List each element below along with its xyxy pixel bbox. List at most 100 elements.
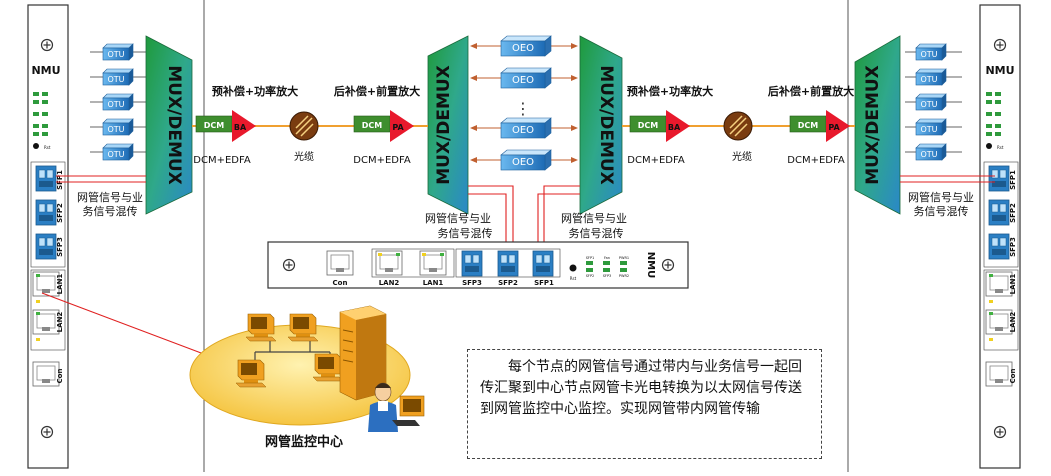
- right-reset-button[interactable]: [986, 143, 992, 149]
- svg-text:OTU: OTU: [920, 75, 937, 84]
- right-mux-demux: MUX/DEMUX: [854, 35, 901, 215]
- right-mixed-label-1: 网管信号与业: [908, 190, 974, 204]
- left-sfp3-label: SFP3: [56, 237, 64, 257]
- left-reset-button[interactable]: [33, 143, 39, 149]
- nms-center-illustration: 网管监控中心: [189, 305, 425, 450]
- svg-text:PWR2: PWR2: [619, 274, 629, 278]
- left-lan1-label: LAN1: [56, 274, 64, 295]
- right-status-leds: [986, 92, 1001, 136]
- pre-amp-icon: [390, 110, 414, 142]
- left-sfp3-port[interactable]: [35, 233, 57, 260]
- oeo-module: OEO: [500, 149, 552, 171]
- svg-text:DCM: DCM: [204, 121, 225, 130]
- right-sfp3-port[interactable]: [988, 233, 1010, 260]
- left-sfp1-label: SFP1: [56, 170, 64, 190]
- screw-icon: [993, 38, 1007, 52]
- svg-text:PA: PA: [392, 123, 404, 132]
- screw-icon: [993, 425, 1007, 439]
- svg-text:Fan: Fan: [604, 256, 610, 260]
- left-mixed-label-1: 网管信号与业: [77, 190, 143, 204]
- svg-text:OTU: OTU: [107, 75, 124, 84]
- svg-text:OEO: OEO: [512, 43, 534, 54]
- oeo-ellipsis: ⋮: [515, 99, 531, 118]
- center-console-port[interactable]: [326, 250, 354, 276]
- center-sfp2-label: SFP2: [498, 279, 518, 287]
- svg-text:SFP3: SFP3: [603, 274, 612, 278]
- right-nmu-title: NMU: [985, 64, 1014, 77]
- left-rst-label: Rst: [44, 145, 51, 150]
- svg-text:BA: BA: [234, 123, 247, 132]
- oeo-module: OEO: [500, 117, 552, 139]
- computer-icon: [245, 313, 277, 342]
- right-sfp2-label: SFP2: [1009, 203, 1017, 223]
- svg-text:OTU: OTU: [920, 150, 937, 159]
- oeo-module: OEO: [500, 35, 552, 57]
- svg-text:DCM: DCM: [638, 121, 659, 130]
- center-status-leds: SFP1 Fan PWR1 SFP2 SFP3 PWR2: [586, 256, 629, 278]
- center-sfp3-port[interactable]: [461, 250, 483, 277]
- left-sfp2-port[interactable]: [35, 199, 57, 226]
- left-mux-demux: MUX/DEMUX: [145, 35, 193, 215]
- otu-module: OTU: [915, 143, 947, 161]
- left-nmu-card: NMU Rst SFP1 SFP2 SFP3 LAN1 LAN2 Con: [27, 4, 69, 469]
- right-lan2-label: LAN2: [1009, 312, 1017, 333]
- description-note: 每个节点的网管信号通过带内与业务信号一起回传汇聚到中心节点网管卡光电转换为以太网…: [467, 349, 822, 459]
- right-sfp1-label: SFP1: [1009, 170, 1017, 190]
- dcm-edfa-label-3: DCM+EDFA: [627, 155, 685, 166]
- operator-icon: [368, 382, 425, 432]
- screw-icon: [661, 258, 675, 272]
- center-mixed-label-right-2: 务信号混传: [569, 227, 624, 240]
- center-lan1-label: LAN1: [423, 279, 444, 287]
- svg-text:PWR1: PWR1: [619, 256, 629, 260]
- right-sfp1-port[interactable]: [988, 165, 1010, 192]
- otu-module: OTU: [102, 93, 134, 111]
- screw-icon: [40, 38, 54, 52]
- right-sfp3-label: SFP3: [1009, 237, 1017, 257]
- fiber-cable-1: 光缆: [289, 111, 319, 163]
- otu-module: OTU: [102, 43, 134, 61]
- left-otu-stack: OTU OTU OTU OTU OTU: [90, 43, 148, 161]
- pre-amp-icon: [826, 110, 850, 142]
- precomp-label-1: 预补偿+功率放大: [212, 84, 298, 98]
- otu-module: OTU: [915, 118, 947, 136]
- otu-module: OTU: [915, 93, 947, 111]
- svg-text:DCM: DCM: [798, 121, 819, 130]
- svg-text:OTU: OTU: [920, 100, 937, 109]
- oeo-bank: OEO OEO ⋮ OEO OEO: [470, 35, 578, 171]
- amp-chain-1: DCM BA 预补偿+功率放大 DCM+EDFA: [193, 84, 298, 166]
- center-left-mux-demux: MUX/DEMUX: [427, 35, 469, 215]
- right-sfp2-port[interactable]: [988, 199, 1010, 226]
- left-lan2-label: LAN2: [56, 312, 64, 333]
- center-sfp1-label: SFP1: [534, 279, 554, 287]
- svg-text:SFP2: SFP2: [586, 274, 595, 278]
- otu-module: OTU: [102, 118, 134, 136]
- center-mixed-label-right-1: 网管信号与业: [561, 211, 627, 225]
- dcm-edfa-label-4: DCM+EDFA: [787, 155, 845, 166]
- svg-text:OTU: OTU: [920, 50, 937, 59]
- amp-chain-3: DCM BA 预补偿+功率放大 DCM+EDFA: [627, 84, 713, 166]
- svg-text:OTU: OTU: [920, 125, 937, 134]
- left-sfp1-port[interactable]: [35, 165, 57, 192]
- center-rst-label: Rst: [570, 276, 577, 281]
- center-nmu-card: Con LAN2 LAN1 SFP3 SFP2 SFP1 Rst SFP1 Fa…: [267, 241, 689, 289]
- fiber-cable-label-1: 光缆: [294, 150, 314, 163]
- center-reset-button[interactable]: [569, 264, 577, 272]
- center-sfp1-port[interactable]: [532, 250, 554, 277]
- center-sfp2-port[interactable]: [497, 250, 519, 277]
- booster-amp-icon: [232, 110, 256, 142]
- computer-icon: [312, 353, 344, 382]
- right-nmu-card: NMU Rst SFP1 SFP2 SFP3 LAN1 LAN2 Con: [979, 4, 1021, 469]
- oeo-module: OEO: [500, 67, 552, 89]
- left-status-leds: [33, 92, 48, 136]
- dcm-edfa-label-2: DCM+EDFA: [353, 155, 411, 166]
- otu-module: OTU: [915, 68, 947, 86]
- right-rst-label: Rst: [997, 145, 1004, 150]
- computer-icon: [235, 359, 267, 388]
- center-left-mux-label: MUX/DEMUX: [434, 65, 454, 185]
- otu-module: OTU: [102, 68, 134, 86]
- svg-text:DCM: DCM: [362, 121, 383, 130]
- right-con-label: Con: [1009, 369, 1017, 384]
- center-mixed-label-left-2: 务信号混传: [438, 227, 493, 240]
- nms-center-label: 网管监控中心: [265, 434, 343, 450]
